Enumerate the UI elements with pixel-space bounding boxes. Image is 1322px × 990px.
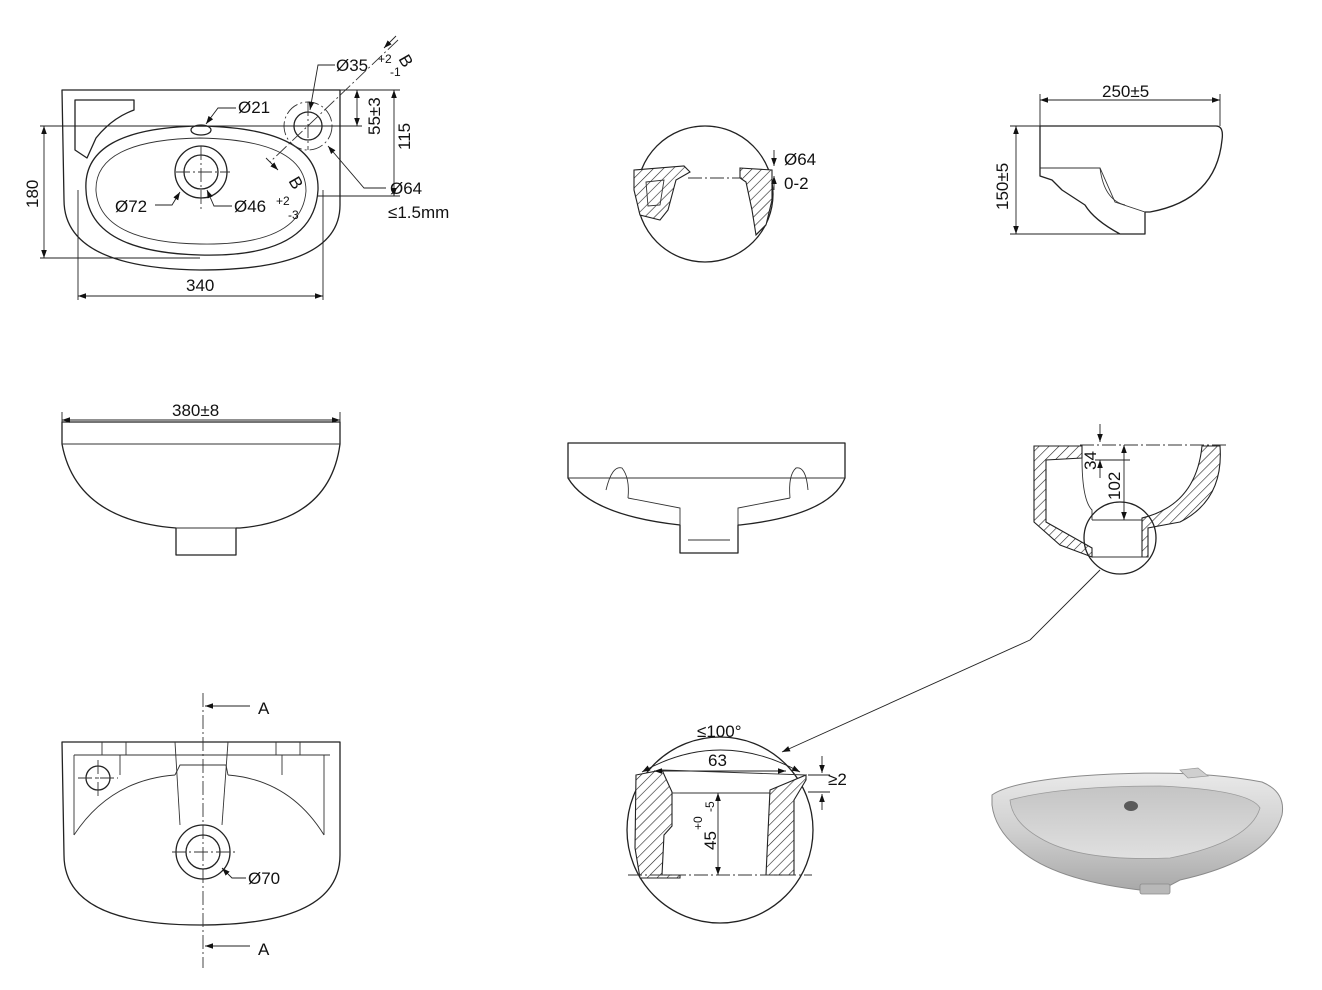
d64-label: Ø64 (390, 179, 422, 198)
d46-tol-up: +2 (276, 194, 290, 208)
angle-label: ≤100° (697, 722, 742, 741)
detail-b (633, 125, 777, 263)
d70-label: Ø70 (248, 869, 280, 888)
d72-label: Ø72 (115, 197, 147, 216)
h45-tol-up: +0 (691, 816, 705, 830)
d21-label: Ø21 (238, 98, 270, 117)
d64-detail-label: Ø64 (784, 150, 816, 169)
gap-label: 0-2 (784, 174, 809, 193)
d35-tol-up: +2 (378, 52, 392, 66)
h55-label: 55±3 (365, 97, 384, 135)
side-view (1010, 94, 1224, 235)
w180-label: 180 (23, 180, 42, 208)
section-b-label-bottom: B (285, 173, 307, 192)
w250-label: 250±5 (1102, 82, 1149, 101)
top-view (40, 35, 400, 300)
d35-tol-dn: -1 (390, 65, 401, 79)
d35-label: Ø35 (336, 56, 368, 75)
flatness-label: ≤1.5mm (388, 203, 449, 222)
rear-view (567, 442, 846, 554)
h45-tol-dn: -5 (703, 801, 717, 812)
h34-label: 34 (1081, 451, 1100, 470)
h115-label: 115 (395, 123, 414, 150)
bottom-view (61, 693, 341, 968)
w63-label: 63 (708, 751, 727, 770)
basin-render (991, 767, 1284, 895)
h102-label: 102 (1105, 472, 1124, 500)
h150-label: 150±5 (993, 163, 1012, 210)
w340-label: 340 (186, 276, 214, 295)
w380-label: 380±8 (172, 401, 219, 420)
d46-tol-dn: -3 (288, 208, 299, 222)
detail-waste (626, 736, 830, 924)
section-a (781, 424, 1226, 753)
h45-label: 45 (701, 831, 720, 850)
section-a-label-top: A (258, 699, 270, 718)
d46-label: Ø46 (234, 197, 266, 216)
front-view (61, 412, 341, 556)
section-a-label-bottom: A (258, 940, 270, 959)
ge2-label: ≥2 (828, 770, 847, 789)
